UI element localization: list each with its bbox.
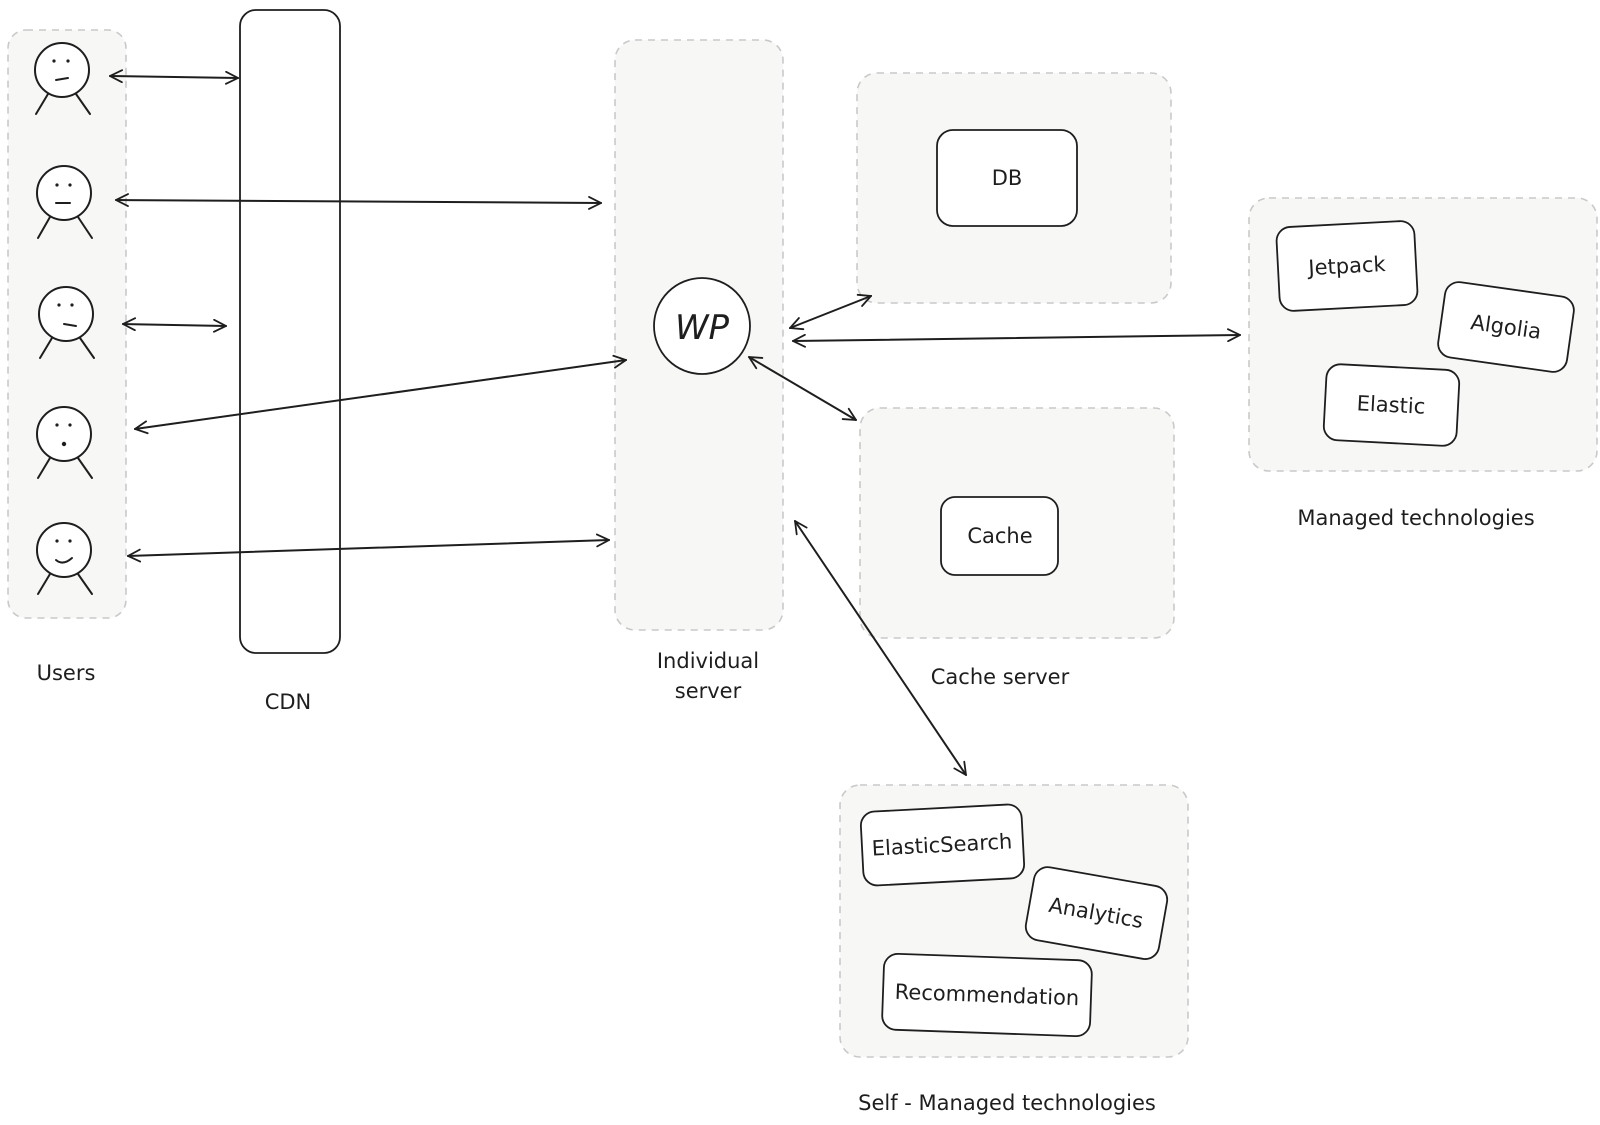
arrow-user4-server xyxy=(135,360,626,429)
arrow-wp-db xyxy=(790,296,871,328)
cache-server-caption: Cache server xyxy=(931,665,1070,689)
jetpack-node xyxy=(1275,220,1419,312)
analytics-node xyxy=(1024,866,1169,960)
user-icon-2 xyxy=(36,165,93,239)
user-icon-4 xyxy=(36,406,93,479)
db-label: DB xyxy=(992,166,1023,190)
users-caption: Users xyxy=(37,661,96,685)
elasticsearch-node xyxy=(859,803,1026,887)
user-icon-3 xyxy=(38,286,95,359)
cdn-caption: CDN xyxy=(265,690,312,714)
db-node xyxy=(936,129,1078,227)
individual-server-caption-line1: Individual xyxy=(657,649,759,673)
self-managed-technologies-caption: Self - Managed technologies xyxy=(858,1091,1156,1115)
elastic-node xyxy=(1322,363,1461,447)
algolia-node xyxy=(1437,281,1575,373)
user-icon-5 xyxy=(36,522,93,595)
arrow-user3-cdn xyxy=(123,324,226,326)
arrow-server-self-managed xyxy=(795,521,966,775)
wp-label: WP xyxy=(675,308,730,348)
arrow-user5-server xyxy=(128,540,609,556)
wp-node xyxy=(653,277,751,375)
recommendation-node xyxy=(881,952,1093,1038)
cdn-box xyxy=(239,9,341,654)
managed-technologies-caption: Managed technologies xyxy=(1297,506,1534,530)
elastic-label: Elastic xyxy=(1356,391,1426,419)
arrow-wp-managed xyxy=(793,335,1240,341)
user-icon-1 xyxy=(34,42,91,115)
arrow-user2-server xyxy=(116,200,601,203)
arrow-wp-cache xyxy=(749,357,856,420)
cache-label: Cache xyxy=(967,524,1032,548)
individual-server-caption-line2: server xyxy=(675,679,742,703)
jetpack-label: Jetpack xyxy=(1306,252,1387,280)
arrow-user1-cdn xyxy=(110,76,238,78)
